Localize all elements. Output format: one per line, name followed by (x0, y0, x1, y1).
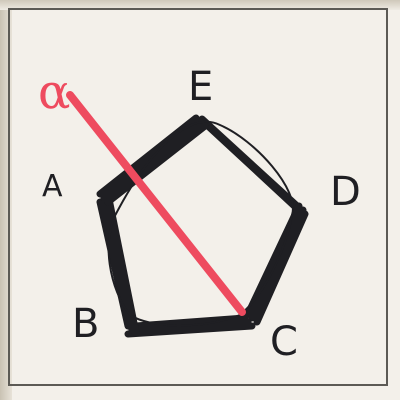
red-diagonal-line (66, 91, 246, 316)
sketch-loop (107, 120, 294, 327)
edge-A-E (96, 114, 209, 206)
vertex-label-A: A (42, 169, 63, 204)
alpha-diagonal (66, 91, 246, 316)
edge-E-D (198, 115, 307, 218)
vertex-label-C: C (270, 319, 298, 365)
edge-B-A (96, 190, 140, 337)
alpha-label: α (38, 64, 70, 120)
pentagon-edges (96, 114, 309, 338)
vertex-label-B: B (72, 301, 99, 347)
drawn-frame (8, 8, 388, 386)
vertex-label-E: E (188, 64, 213, 110)
vertex-label-D: D (330, 169, 361, 215)
paper-shadow-top (0, 0, 400, 10)
